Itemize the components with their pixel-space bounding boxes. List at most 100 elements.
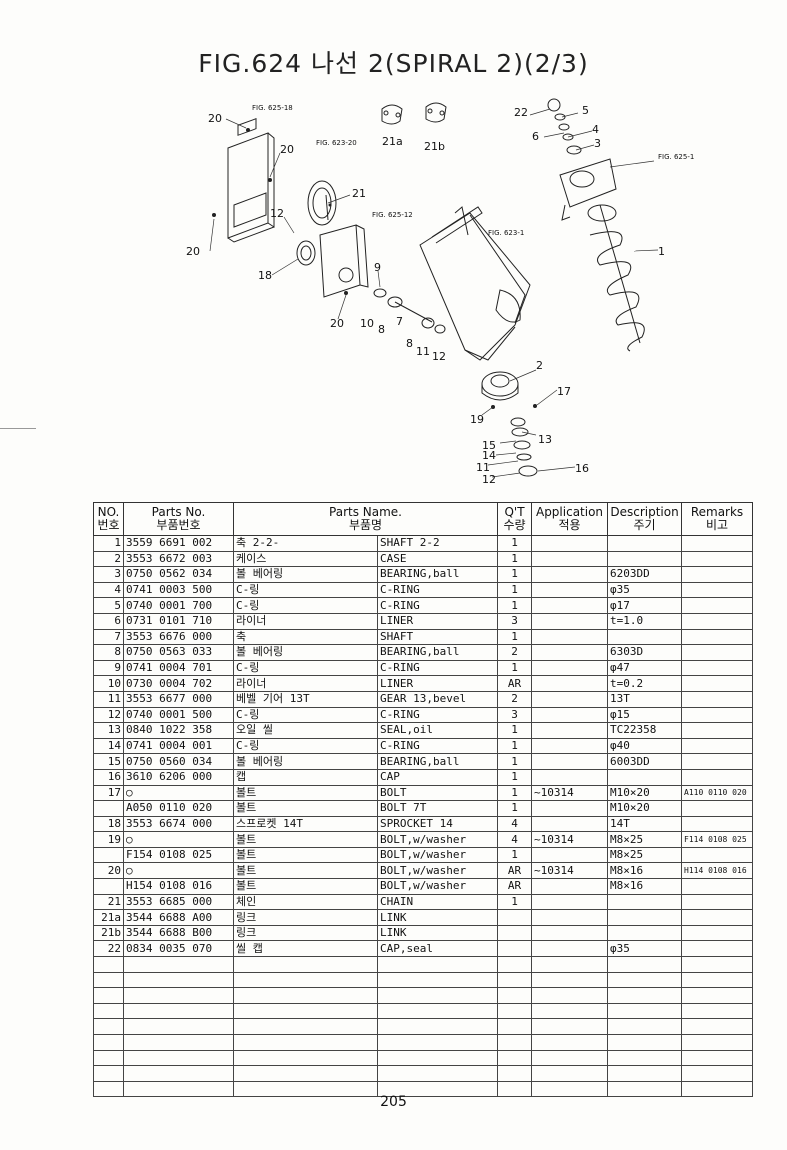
callout-16: 16 [575, 462, 589, 475]
cell-pn: A050 0110 020 [123, 800, 234, 817]
cell-pn [123, 1065, 234, 1082]
cell-qty: 2 [497, 644, 533, 661]
cell-app [531, 644, 609, 661]
cell-rem [681, 581, 754, 599]
figure-ref-625-12: FIG. 625-12 [372, 211, 413, 219]
cell-qty: 1 [497, 800, 533, 817]
cell-no: 9 [93, 659, 124, 677]
cell-no: 16 [93, 768, 124, 786]
cell-qty [497, 1065, 533, 1082]
page-number: 205 [380, 1094, 407, 1110]
cell-app [531, 909, 609, 926]
cell-kr [233, 1049, 378, 1067]
cell-desc: 6003DD [607, 753, 683, 770]
cell-rem [681, 706, 754, 724]
cell-pn: ○ [123, 862, 234, 880]
cell-kr: 축 [233, 628, 378, 646]
table-row [93, 1080, 754, 1098]
cell-rem [681, 1002, 754, 1020]
callout-4: 4 [592, 123, 599, 136]
cell-kr: 볼트 [233, 862, 378, 880]
cell-kr: 오일 씰 [233, 722, 378, 739]
cell-no [93, 878, 124, 895]
cell-en: CAP [376, 768, 499, 786]
cell-rem [681, 893, 754, 911]
cell-app [531, 1049, 609, 1067]
cell-en: SHAFT 2-2 [376, 535, 499, 552]
cell-desc [607, 1049, 683, 1067]
table-row [93, 1018, 754, 1035]
cell-pn: 0834 0035 070 [123, 940, 234, 958]
cell-kr [233, 1065, 378, 1082]
cell-no [93, 846, 124, 864]
cell-desc: 14T [607, 815, 683, 833]
cell-rem [681, 753, 754, 770]
cell-app [531, 1002, 609, 1020]
cell-app [531, 612, 609, 630]
figure-ref-625-18: FIG. 625-18 [252, 104, 293, 112]
cell-no: 18 [93, 815, 124, 833]
cell-pn: 3553 6685 000 [123, 893, 234, 911]
cell-no: 19 [93, 831, 124, 848]
cell-no: 11 [93, 690, 124, 708]
cell-no [93, 1018, 124, 1035]
cell-en: CHAIN [376, 893, 499, 911]
cell-rem [681, 659, 754, 677]
page-title: FIG.624 나선 2(SPIRAL 2)(2/3) [198, 49, 589, 78]
cell-kr: C-링 [233, 737, 378, 755]
cell-en [376, 987, 499, 1004]
cell-desc: M10×20 [607, 800, 683, 817]
cell-desc [607, 768, 683, 786]
callout-8-a: 8 [378, 323, 385, 336]
cell-kr: 볼트 [233, 800, 378, 817]
cell-rem [681, 628, 754, 646]
cell-desc: φ47 [607, 659, 683, 677]
cell-qty: 1 [497, 768, 533, 786]
cell-qty: AR [497, 675, 533, 692]
cell-no: 1 [93, 535, 124, 552]
cell-en: CAP,seal [376, 940, 499, 958]
cell-app [531, 971, 609, 989]
cell-kr: 씰 캡 [233, 940, 378, 958]
cell-kr: 축 2-2- [233, 535, 378, 552]
cell-en: BEARING,ball [376, 566, 499, 583]
cell-no: 22 [93, 940, 124, 958]
callout-20-a: 20 [208, 112, 222, 125]
cell-rem [681, 535, 754, 552]
cell-en: GEAR 13,bevel [376, 690, 499, 708]
cell-pn: 0750 0563 033 [123, 644, 234, 661]
table-row [93, 1034, 754, 1051]
cell-kr: 볼트 [233, 878, 378, 895]
cell-qty: 1 [497, 597, 533, 614]
callout-20-d: 20 [330, 317, 344, 330]
chain-links-drawing [381, 102, 447, 125]
cell-qty: 1 [497, 581, 533, 599]
cell-kr [233, 1034, 378, 1051]
cell-pn: 0750 0560 034 [123, 753, 234, 770]
cell-en: LINK [376, 924, 499, 942]
upper-case-drawing [559, 158, 617, 221]
cell-en [376, 1034, 499, 1051]
callout-1: 1 [658, 245, 665, 258]
callout-7: 7 [396, 315, 403, 328]
cell-app [531, 878, 609, 895]
cell-pn: 0740 0001 700 [123, 597, 234, 614]
cell-app [531, 924, 609, 942]
cell-en: C-RING [376, 706, 499, 724]
callout-20-c: 20 [186, 245, 200, 258]
cell-rem [681, 550, 754, 568]
cell-qty: 1 [497, 784, 533, 802]
cell-desc: M8×16 [607, 878, 683, 895]
cell-kr: 볼트 [233, 846, 378, 864]
cell-desc [607, 628, 683, 646]
callout-22: 22 [514, 106, 528, 119]
cell-no [93, 971, 124, 989]
cell-en: BOLT,w/washer [376, 846, 499, 864]
